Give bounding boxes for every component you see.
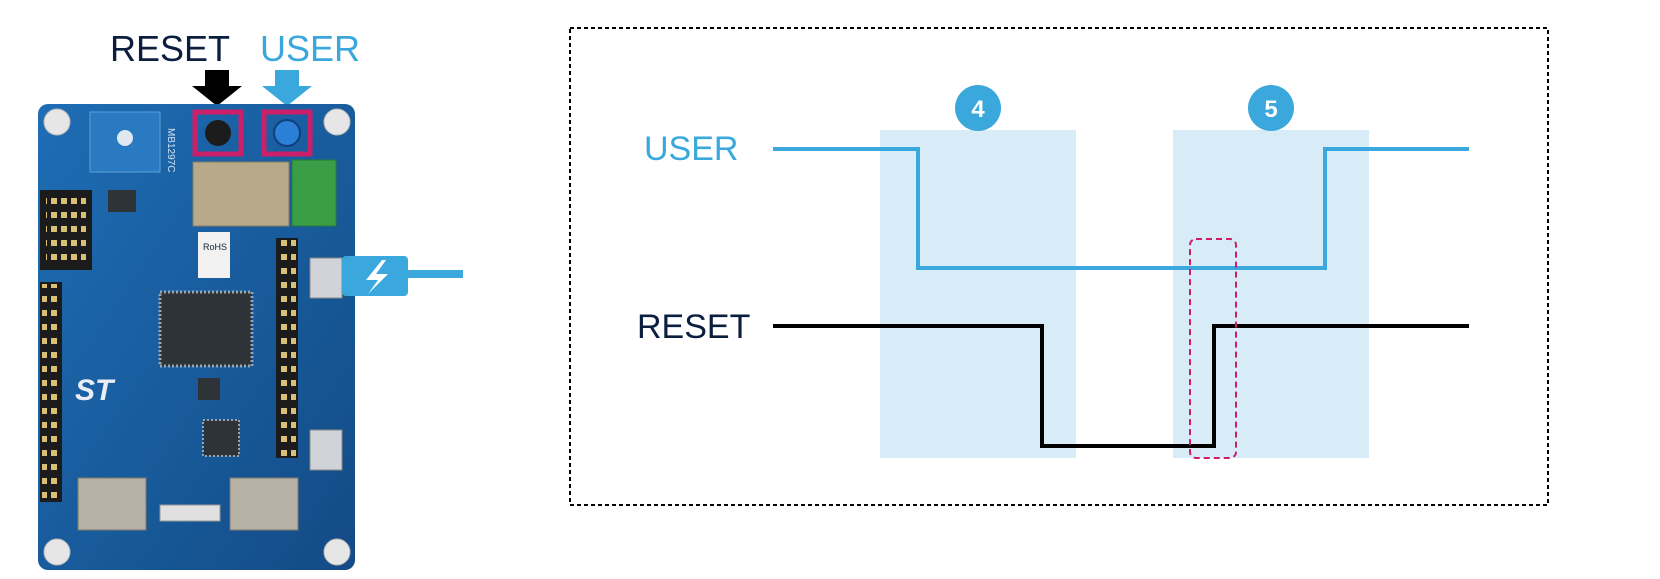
reset-caption: RESET	[110, 28, 231, 69]
mcu-chip	[158, 290, 254, 368]
board-silk: MB1297C	[165, 128, 176, 172]
user-button-highlight	[261, 109, 313, 157]
reset-arrow-icon	[192, 70, 242, 106]
step-4-number: 4	[971, 96, 985, 123]
mount-hole	[323, 108, 351, 136]
user-signal-label: USER	[644, 130, 738, 168]
rohs-text: RoHS	[203, 242, 227, 252]
st-logo: ST	[75, 374, 116, 407]
mount-hole	[323, 538, 351, 566]
reset-waveform	[773, 324, 1469, 448]
reset-button[interactable]	[205, 120, 231, 146]
bottom-connector	[159, 504, 221, 522]
small-chip	[108, 190, 136, 212]
reset-signal-label: RESET	[637, 308, 750, 346]
reset-button-highlight	[192, 109, 244, 157]
usb-connector-2	[309, 429, 343, 471]
user-arrow-icon	[262, 70, 312, 106]
user-waveform	[773, 147, 1469, 270]
step-5-badge	[1248, 85, 1294, 131]
user-button[interactable]	[273, 119, 301, 147]
wifi-antenna-board	[291, 159, 337, 227]
mount-hole	[43, 108, 71, 136]
usb-connector	[309, 257, 343, 299]
bottom-sensor	[77, 477, 147, 531]
mount-hole	[43, 538, 71, 566]
step-5-number: 5	[1264, 96, 1277, 123]
rohs-label	[198, 232, 230, 278]
small-chip	[198, 378, 220, 400]
wifi-module	[192, 161, 290, 227]
step-4-badge	[955, 85, 1001, 131]
usb-cable-icon	[342, 256, 463, 296]
phase-4-region	[880, 130, 1076, 458]
small-chip	[202, 419, 240, 457]
bottom-sensor	[229, 477, 299, 531]
user-caption: USER	[260, 28, 361, 69]
phase-5-region	[1173, 130, 1369, 458]
